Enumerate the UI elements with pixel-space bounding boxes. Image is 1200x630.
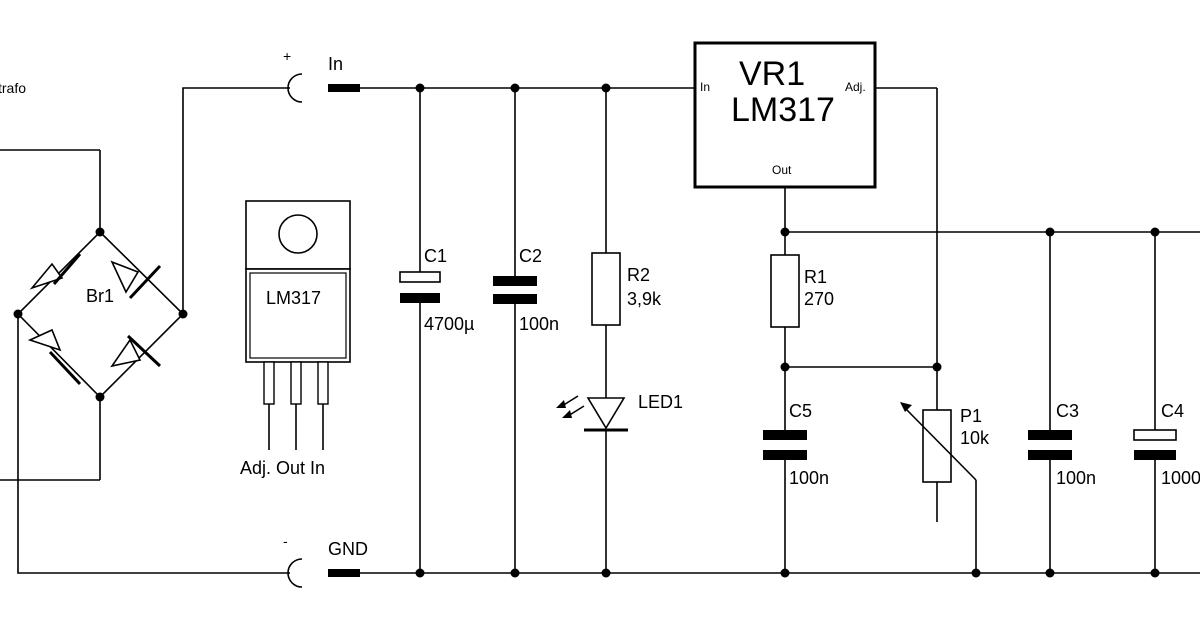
- capacitor-c4: C4 1000: [1133, 232, 1200, 573]
- package-body: [245, 268, 351, 363]
- wire-bridge-plus: [182, 87, 290, 314]
- junction: [1150, 568, 1160, 578]
- c2-plate-top: [493, 276, 537, 286]
- capacitor-c2: C2 100n: [493, 88, 559, 573]
- r1-body: [770, 254, 800, 328]
- junction: [780, 227, 790, 237]
- c4-name: C4: [1161, 401, 1184, 421]
- package-body-inner: [249, 272, 347, 359]
- connector-gnd-socket: [287, 558, 303, 588]
- c3-plate-top: [1028, 430, 1072, 440]
- led-triangle: [586, 397, 626, 430]
- c1-value: 4700µ: [424, 314, 474, 334]
- connector-in: + In: [283, 48, 360, 103]
- r1-value: 270: [804, 289, 834, 309]
- led-light-arrows: [556, 395, 585, 418]
- junction: [932, 362, 942, 372]
- junction: [510, 83, 520, 93]
- junction-bridge-bottom: [95, 392, 105, 402]
- junction: [971, 568, 981, 578]
- r2-body: [591, 252, 621, 326]
- to220-package: LM317 Adj. Out In: [240, 200, 351, 478]
- r2-value: 3,9k: [627, 289, 662, 309]
- c2-name: C2: [519, 246, 542, 266]
- regulator-part: LM317: [731, 91, 835, 129]
- package-pin-labels: Adj. Out In: [240, 458, 325, 478]
- bridge-outline: [16, 230, 185, 399]
- junction: [601, 83, 611, 93]
- connector-in-pin: [328, 84, 360, 92]
- led-led1: LED1: [556, 392, 683, 573]
- diode-lower-right: [110, 334, 162, 368]
- plus-sign: +: [283, 48, 291, 64]
- junction: [780, 362, 790, 372]
- package-label: LM317: [266, 288, 321, 308]
- c3-name: C3: [1056, 401, 1079, 421]
- wire-bridge-minus: [17, 314, 290, 574]
- junction: [1150, 227, 1160, 237]
- regulator-vr1: VR1 LM317 In Adj. Out: [693, 41, 877, 189]
- led-name: LED1: [638, 392, 683, 412]
- junction: [415, 83, 425, 93]
- connector-in-socket: [287, 73, 303, 103]
- resistor-r2: R2 3,9k: [591, 88, 662, 398]
- c3-plate-bottom: [1028, 450, 1072, 460]
- c3-value: 100n: [1056, 468, 1096, 488]
- diode-lower-left: [27, 328, 82, 386]
- c5-value: 100n: [789, 468, 829, 488]
- package-mount-hole: [278, 214, 318, 254]
- diode-upper-left: [29, 253, 82, 290]
- r1-name: R1: [804, 267, 827, 287]
- c5-plate-top: [763, 430, 807, 440]
- c4-positive-plate: [1133, 429, 1177, 441]
- p1-adjust-arrow: [902, 405, 977, 481]
- junction: [1045, 568, 1055, 578]
- regulator-pin-in: In: [700, 80, 710, 94]
- c1-name: C1: [424, 246, 447, 266]
- bridge-label: Br1: [86, 286, 114, 306]
- junction: [1045, 227, 1055, 237]
- junction-bridge-top: [95, 227, 105, 237]
- c4-negative-plate: [1134, 450, 1176, 460]
- c1-negative-plate: [400, 293, 440, 303]
- c1-positive-plate: [399, 271, 441, 283]
- p1-value: 10k: [960, 428, 990, 448]
- connector-gnd: - GND: [283, 533, 368, 588]
- r2-name: R2: [627, 265, 650, 285]
- regulator-pin-adj: Adj.: [845, 80, 866, 94]
- potentiometer-p1: P1 10k: [900, 367, 990, 573]
- junction: [510, 568, 520, 578]
- junction: [415, 568, 425, 578]
- junction-dots: [415, 83, 1160, 578]
- package-leg-in: [317, 361, 329, 405]
- regulator-pin-out: Out: [772, 163, 792, 177]
- p1-body: [922, 409, 952, 483]
- bridge-rectifier: Br1: [13, 227, 188, 402]
- c2-plate-bottom: [493, 294, 537, 304]
- c2-value: 100n: [519, 314, 559, 334]
- resistor-r1: R1 270: [770, 254, 834, 367]
- junction: [780, 568, 790, 578]
- connector-gnd-pin: [328, 569, 360, 577]
- in-label: In: [328, 54, 343, 74]
- gnd-label: GND: [328, 539, 368, 559]
- capacitor-c3: C3 100n: [1028, 232, 1096, 573]
- capacitor-c1: C1 4700µ: [399, 88, 474, 573]
- minus-sign: -: [283, 533, 288, 549]
- package-leg-adj: [263, 361, 275, 405]
- diode-upper-right: [110, 260, 162, 300]
- c5-name: C5: [789, 401, 812, 421]
- capacitor-c5: C5 100n: [763, 367, 829, 573]
- c4-value: 1000: [1161, 468, 1200, 488]
- package-leg-out: [290, 361, 302, 405]
- c5-plate-bottom: [763, 450, 807, 460]
- junction: [601, 568, 611, 578]
- transformer-label: trafo: [0, 80, 26, 96]
- p1-name: P1: [960, 406, 982, 426]
- regulator-name: VR1: [739, 55, 805, 93]
